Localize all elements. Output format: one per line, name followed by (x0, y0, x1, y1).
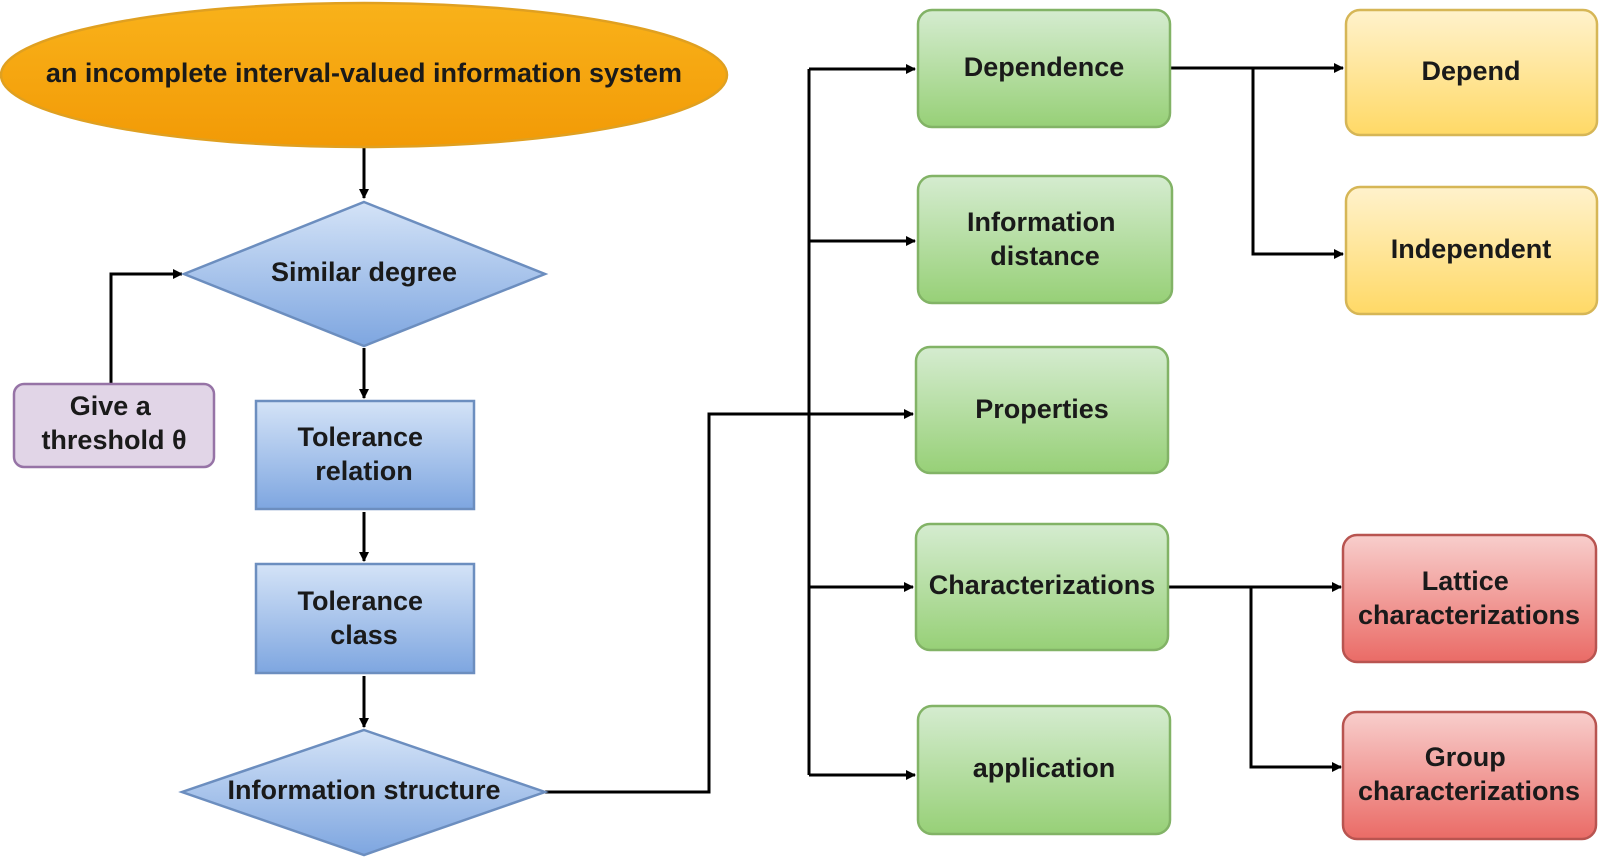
svg-text:Similar degree: Similar degree (271, 257, 457, 287)
node-threshold: Give a threshold θ (12, 382, 216, 469)
node-information-structure: Information structure (178, 728, 549, 857)
svg-text:Properties: Properties (975, 394, 1109, 424)
svg-text:an incomplete interval-valued: an incomplete interval-valued informatio… (46, 58, 682, 88)
node-information-distance: Information distance (916, 174, 1174, 305)
node-start: an incomplete interval-valued informatio… (0, 1, 729, 149)
information-distance-line1: Information (967, 207, 1116, 237)
svg-text:Information structure: Information structure (227, 775, 500, 805)
arrow-characterizations-to-group (1249, 587, 1342, 772)
information-distance-line2: distance (990, 241, 1100, 271)
node-properties: Properties (914, 345, 1170, 475)
svg-text:Information distance: Information distance (967, 207, 1123, 271)
node-application: application (916, 704, 1172, 836)
information-structure-label: Information structure (227, 775, 500, 805)
tolerance-class-line2: class (330, 620, 398, 650)
start-label: an incomplete interval-valued informatio… (46, 58, 682, 88)
application-label: application (973, 753, 1116, 783)
node-lattice-characterizations: Lattice characterizations (1341, 533, 1598, 664)
group-line1: Group (1425, 742, 1506, 772)
tolerance-relation-line1: Tolerance (297, 422, 423, 452)
node-similar-degree: Similar degree (180, 200, 549, 348)
tolerance-class-line1: Tolerance (297, 586, 423, 616)
group-line2: characterizations (1358, 776, 1580, 806)
node-depend: Depend (1344, 8, 1599, 137)
node-characterizations: Characterizations (914, 522, 1170, 652)
arrow-threshold-to-similar (109, 269, 183, 384)
arrow-structure-to-properties (545, 409, 914, 794)
node-independent: Independent (1344, 185, 1599, 316)
svg-text:Give a threshold θ: Give a threshold θ (41, 391, 186, 455)
svg-text:Group characterizations: Group characterizations (1358, 742, 1580, 806)
characterizations-label: Characterizations (929, 570, 1156, 600)
tolerance-relation-line2: relation (315, 456, 413, 486)
independent-label: Independent (1391, 234, 1552, 264)
svg-text:Independent: Independent (1391, 234, 1552, 264)
node-group-characterizations: Group characterizations (1341, 710, 1598, 841)
svg-text:Tolerance class: Tolerance class (297, 586, 430, 650)
depend-label: Depend (1421, 56, 1520, 86)
dependence-label: Dependence (964, 52, 1125, 82)
node-tolerance-relation: Tolerance relation (254, 399, 476, 511)
svg-text:Tolerance relation: Tolerance relation (297, 422, 430, 486)
svg-text:Characterizations: Characterizations (929, 570, 1156, 600)
threshold-label-line1: Give a (70, 391, 152, 421)
lattice-line1: Lattice (1422, 566, 1509, 596)
lattice-line2: characterizations (1358, 600, 1580, 630)
svg-text:Dependence: Dependence (964, 52, 1125, 82)
threshold-label-line2: threshold θ (41, 425, 186, 455)
node-tolerance-class: Tolerance class (254, 562, 476, 675)
svg-text:application: application (973, 753, 1116, 783)
node-dependence: Dependence (916, 8, 1172, 129)
svg-text:Depend: Depend (1421, 56, 1520, 86)
properties-label: Properties (975, 394, 1109, 424)
arrow-dependence-to-independent (1251, 68, 1344, 259)
connectors (109, 63, 1344, 794)
similar-degree-label: Similar degree (271, 257, 457, 287)
svg-text:Lattice characterization: Lattice characterizations (1358, 566, 1580, 630)
